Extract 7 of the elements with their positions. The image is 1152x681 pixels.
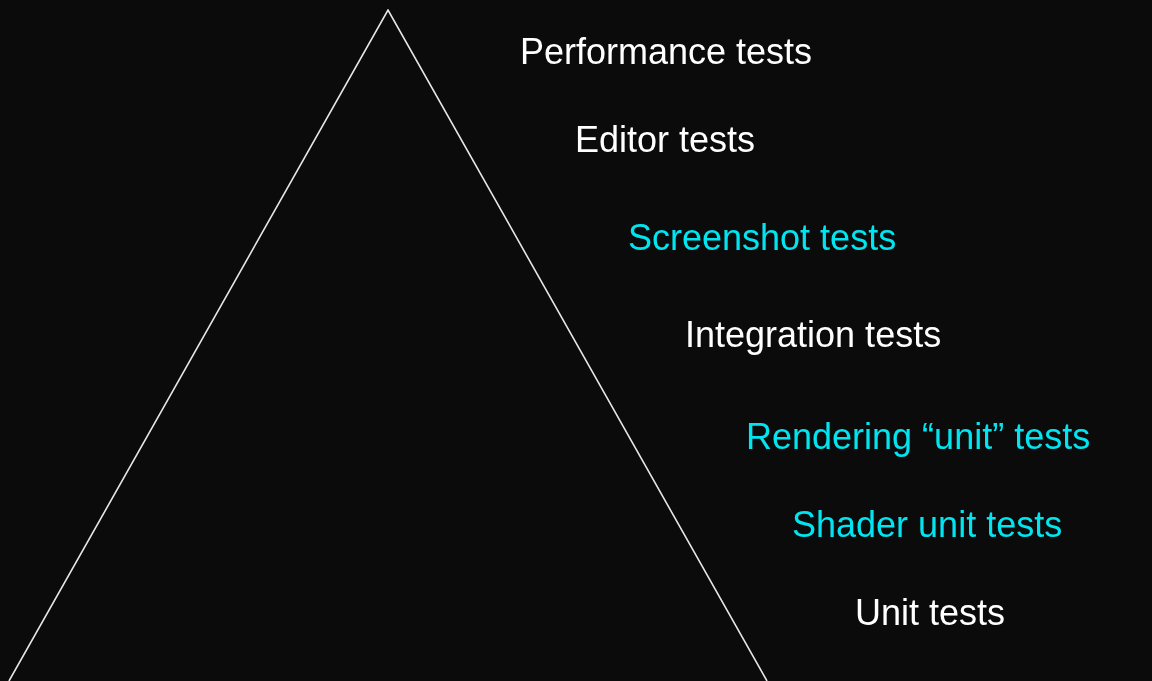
test-level-label: Screenshot tests [628, 217, 897, 259]
test-level-label: Shader unit tests [792, 504, 1063, 546]
test-level-label: Unit tests [855, 592, 1006, 634]
test-level-label: Editor tests [575, 119, 756, 161]
test-level-label: Performance tests [520, 31, 813, 73]
test-level-label: Rendering “unit” tests [746, 416, 1091, 458]
test-level-label: Integration tests [685, 314, 942, 356]
